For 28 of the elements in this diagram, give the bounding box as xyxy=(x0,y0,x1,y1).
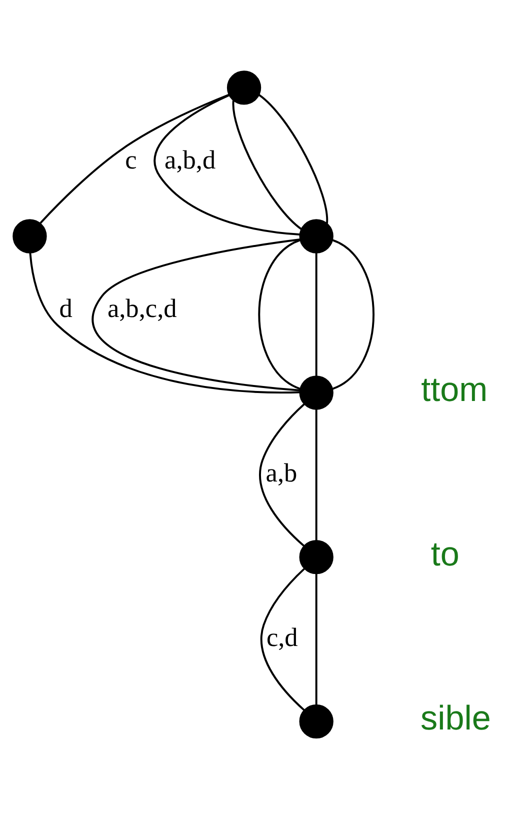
node-circle xyxy=(299,704,334,738)
edge-label: d xyxy=(59,294,72,324)
label: ttom xyxy=(421,371,488,410)
connector xyxy=(258,239,301,390)
connector xyxy=(29,252,300,394)
connector xyxy=(92,238,300,392)
edge-label: c xyxy=(125,146,137,175)
connector xyxy=(154,94,300,236)
connector xyxy=(260,568,306,711)
edge-label: a,b xyxy=(266,458,298,488)
node-circle xyxy=(299,219,334,254)
connector xyxy=(332,239,374,390)
label: sible xyxy=(420,700,491,738)
label: to xyxy=(430,535,460,574)
node-circle xyxy=(12,219,47,254)
edge-label: c,d xyxy=(266,622,298,652)
edge-label: a,b,c,d xyxy=(107,294,177,324)
node-circle xyxy=(299,540,334,574)
connector xyxy=(258,94,328,224)
connector xyxy=(315,574,318,705)
connector xyxy=(315,410,318,541)
node-circle xyxy=(299,376,334,410)
connector xyxy=(315,252,318,376)
edge-label: a,b,d xyxy=(164,146,216,175)
connector xyxy=(40,94,230,224)
node-circle xyxy=(226,70,262,105)
connector xyxy=(259,404,305,546)
connector xyxy=(232,100,302,230)
